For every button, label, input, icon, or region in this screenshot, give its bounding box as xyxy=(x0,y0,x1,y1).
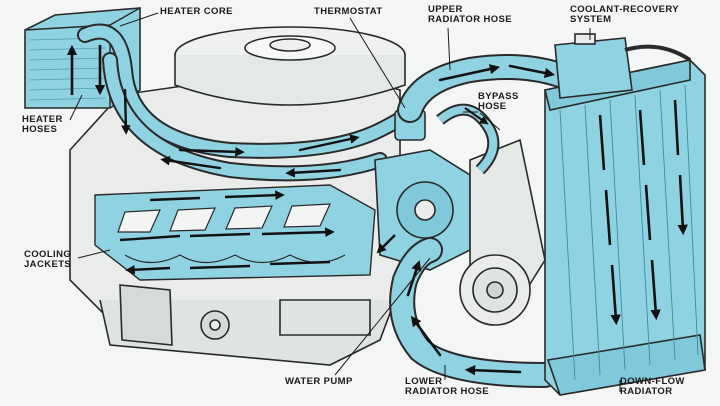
label-down-flow-radiator: DOWN-FLOW RADIATOR xyxy=(620,376,685,397)
bypass-hose-art xyxy=(436,103,500,175)
label-cooling-jackets: COOLING JACKETS xyxy=(24,249,72,270)
label-heater-core: HEATER CORE xyxy=(160,6,233,17)
water-pump-art xyxy=(374,138,546,326)
label-lower-radiator-hose: LOWER RADIATOR HOSE xyxy=(405,376,490,397)
heater-hoses-art xyxy=(77,23,413,182)
label-coolant-recovery-system: COOLANT-RECOVERY SYSTEM xyxy=(570,4,679,25)
cooling-jackets-art xyxy=(94,184,376,281)
air-cleaner xyxy=(174,26,406,106)
label-heater-hoses: HEATER HOSES xyxy=(22,114,63,135)
label-thermostat: THERMOSTAT xyxy=(314,6,383,17)
upper-radiator-hose-art xyxy=(397,53,573,123)
label-bypass-hose: BYPASS HOSE xyxy=(478,91,519,112)
radiator-art xyxy=(544,59,706,396)
leader-lines xyxy=(69,12,621,392)
label-upper-radiator-hose: UPPER RADIATOR HOSE xyxy=(428,4,513,25)
lower-radiator-hose-art xyxy=(389,237,558,388)
coolant-recovery-tank-art xyxy=(554,33,692,99)
label-water-pump: WATER PUMP xyxy=(285,376,353,387)
